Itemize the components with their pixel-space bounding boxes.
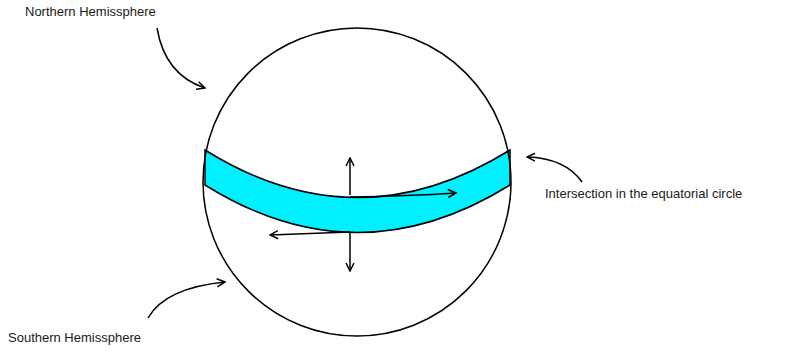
callout-label: Southern Hemissphere [8, 330, 141, 346]
leader-arrow [157, 28, 205, 88]
down-arrow [349, 233, 351, 271]
up-arrow [349, 158, 351, 195]
sphere-outline [203, 28, 511, 336]
leader-arrow [527, 157, 582, 182]
callout-label: Intersection in the equatorial circle [545, 186, 742, 202]
equatorial-band [205, 150, 510, 233]
leader-arrow [148, 282, 225, 318]
left-arrow [270, 232, 350, 235]
callout-label: Northern Hemissphere [25, 4, 156, 20]
right-arrow [350, 193, 456, 197]
